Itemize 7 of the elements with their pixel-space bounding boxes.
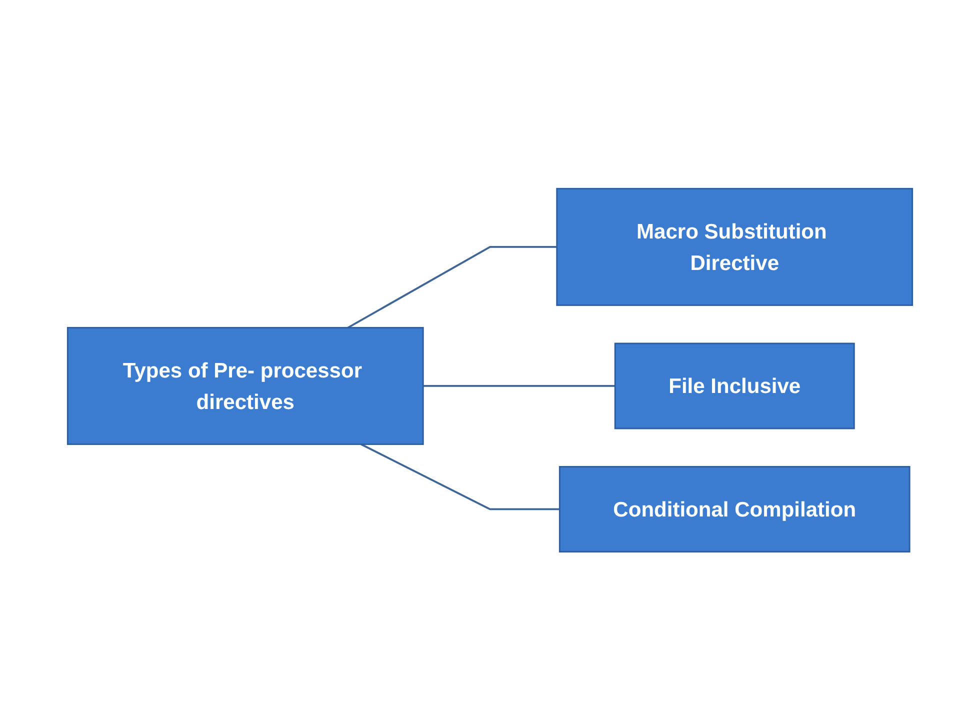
node-box: File Inclusive <box>614 342 855 429</box>
node-box: Types of Pre- processor directives <box>66 326 424 445</box>
connector <box>423 384 616 387</box>
node-box: Macro Substitution Directive <box>556 188 914 306</box>
connector <box>360 443 560 510</box>
node-box: Conditional Compilation <box>558 466 910 552</box>
connector <box>347 246 557 328</box>
